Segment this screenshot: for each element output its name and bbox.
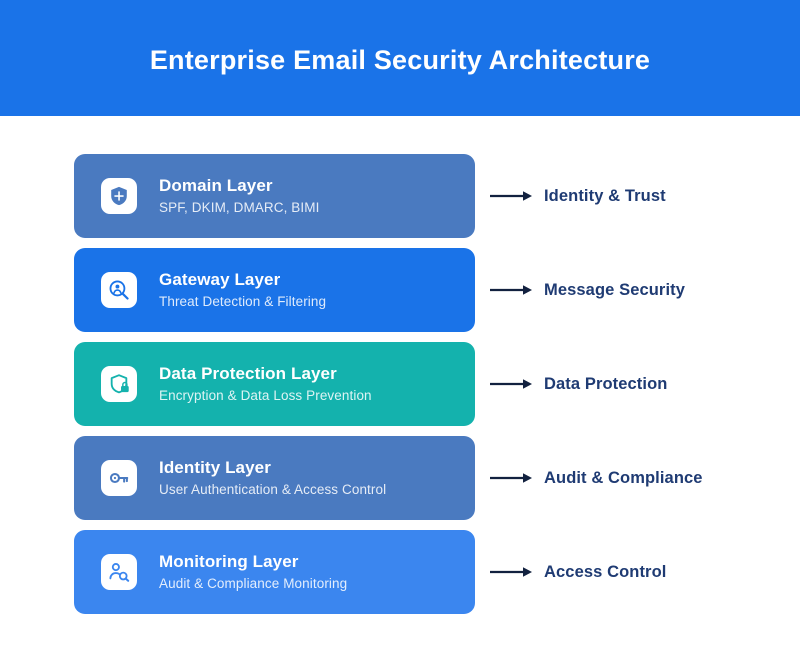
arrow-right-icon xyxy=(490,191,532,201)
user-search-magnifier-icon xyxy=(101,272,137,308)
layer-connector: Message Security xyxy=(490,281,685,300)
layer-connector: Audit & Compliance xyxy=(490,469,703,488)
layer-row: Identity Layer User Authentication & Acc… xyxy=(0,436,800,520)
arrow-right-icon xyxy=(490,567,532,577)
layer-subtitle: Encryption & Data Loss Prevention xyxy=(159,387,372,403)
layer-title: Gateway Layer xyxy=(159,269,281,289)
arrow-right-icon xyxy=(490,473,532,483)
layer-subtitle: SPF, DKIM, DMARC, BIMI xyxy=(159,199,320,215)
outcome-label: Identity & Trust xyxy=(544,186,666,205)
layer-card-text: Monitoring Layer Audit & Compliance Moni… xyxy=(159,551,347,594)
person-search-icon xyxy=(101,554,137,590)
layer-card-gateway[interactable]: Gateway Layer Threat Detection & Filteri… xyxy=(74,248,475,332)
layer-title: Monitoring Layer xyxy=(159,551,299,571)
layer-row: Domain Layer SPF, DKIM, DMARC, BIMI Iden… xyxy=(0,154,800,238)
layer-card-text: Domain Layer SPF, DKIM, DMARC, BIMI xyxy=(159,175,319,218)
layer-row: Gateway Layer Threat Detection & Filteri… xyxy=(0,248,800,332)
arrow-right-icon xyxy=(490,285,532,295)
layer-row: Monitoring Layer Audit & Compliance Moni… xyxy=(0,530,800,614)
layer-card-text: Data Protection Layer Encryption & Data … xyxy=(159,363,372,406)
outcome-label: Access Control xyxy=(544,562,667,581)
layer-card-text: Identity Layer User Authentication & Acc… xyxy=(159,457,386,500)
layer-title: Data Protection Layer xyxy=(159,363,337,383)
arrow-right-icon xyxy=(490,379,532,389)
page-title: Enterprise Email Security Architecture xyxy=(149,44,651,75)
layer-row: Data Protection Layer Encryption & Data … xyxy=(0,342,800,426)
layer-card-identity[interactable]: Identity Layer User Authentication & Acc… xyxy=(74,436,475,520)
key-icon xyxy=(101,460,137,496)
layer-subtitle: Threat Detection & Filtering xyxy=(159,293,327,309)
layer-title: Domain Layer xyxy=(159,175,273,195)
layer-title: Identity Layer xyxy=(159,457,271,477)
layer-connector: Identity & Trust xyxy=(490,187,666,206)
layer-card-domain[interactable]: Domain Layer SPF, DKIM, DMARC, BIMI xyxy=(74,154,475,238)
outcome-label: Data Protection xyxy=(544,374,668,393)
layer-connector: Data Protection xyxy=(490,375,667,394)
layer-subtitle: User Authentication & Access Control xyxy=(159,481,387,497)
layer-card-monitoring[interactable]: Monitoring Layer Audit & Compliance Moni… xyxy=(74,530,475,614)
layer-card-text: Gateway Layer Threat Detection & Filteri… xyxy=(159,269,326,312)
layer-subtitle: Audit & Compliance Monitoring xyxy=(159,575,348,591)
layer-card-data-protection[interactable]: Data Protection Layer Encryption & Data … xyxy=(74,342,475,426)
outcome-label: Message Security xyxy=(544,280,686,299)
shield-icon xyxy=(101,178,137,214)
layer-connector: Access Control xyxy=(490,563,666,582)
shield-lock-icon xyxy=(101,366,137,402)
layer-stack: Domain Layer SPF, DKIM, DMARC, BIMI Iden… xyxy=(0,116,800,614)
outcome-label: Audit & Compliance xyxy=(544,468,703,487)
page-header: Enterprise Email Security Architecture xyxy=(0,0,800,116)
